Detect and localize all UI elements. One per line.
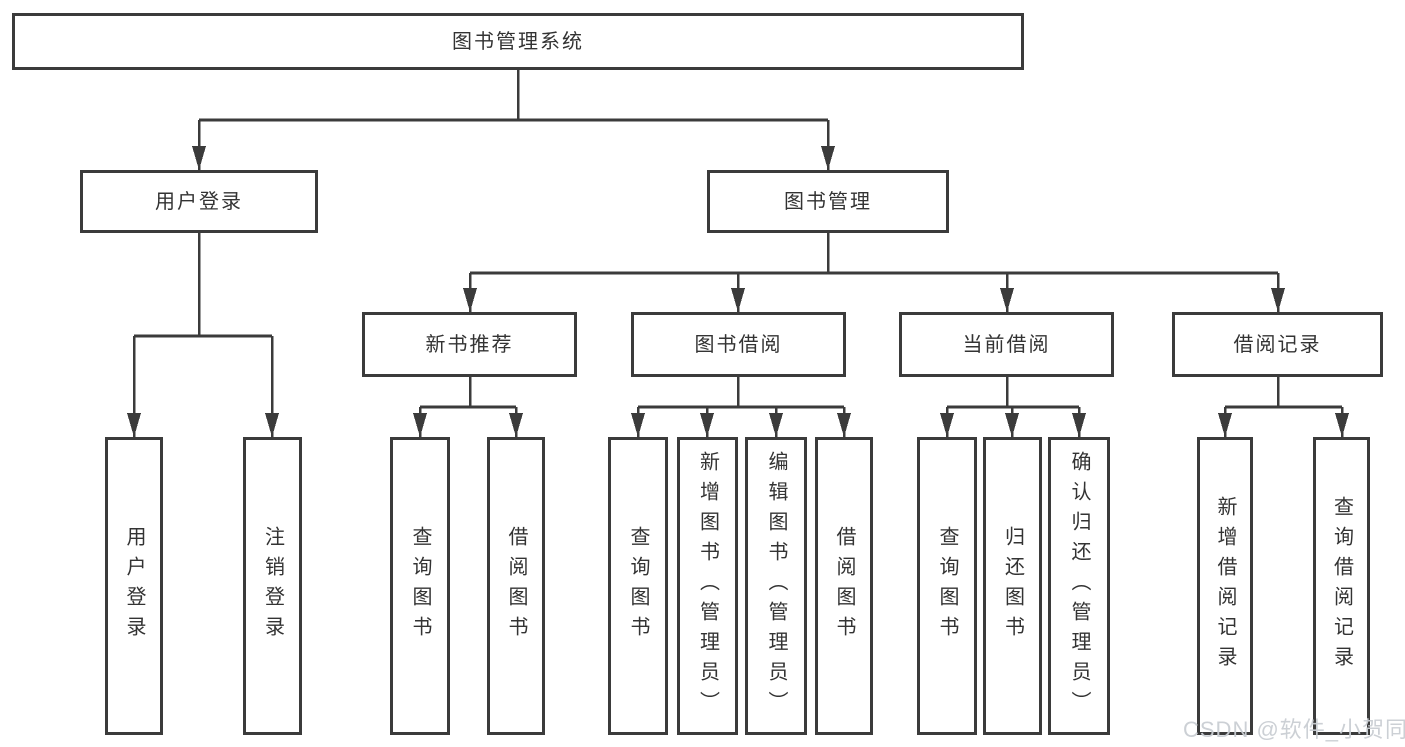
- leaf-borrow-books-borrowing: 借阅图书: [815, 437, 873, 735]
- leaf-logout: 注销登录: [243, 437, 302, 735]
- arrowheads: [127, 146, 1349, 437]
- leaf-add-books-admin: 新增图书（管理员）: [677, 437, 738, 735]
- leaf-query-books-current: 查询图书: [917, 437, 977, 735]
- leaf-query-books-recommend: 查询图书: [390, 437, 450, 735]
- node-book-management: 图书管理: [707, 170, 949, 233]
- leaf-query-borrow-record: 查询借阅记录: [1313, 437, 1370, 735]
- leaf-confirm-return-admin: 确认归还（管理员）: [1048, 437, 1110, 735]
- node-user-login: 用户登录: [80, 170, 318, 233]
- node-current-borrowing: 当前借阅: [899, 312, 1114, 377]
- leaf-user-login: 用户登录: [105, 437, 163, 735]
- node-root-system: 图书管理系统: [12, 13, 1024, 70]
- node-borrow-records: 借阅记录: [1172, 312, 1383, 377]
- node-new-book-recommend: 新书推荐: [362, 312, 577, 377]
- csdn-watermark: CSDN @软件_小贺同学: [1183, 717, 1405, 742]
- leaf-return-books: 归还图书: [983, 437, 1042, 735]
- leaf-edit-books-admin: 编辑图书（管理员）: [745, 437, 807, 735]
- leaf-add-borrow-record: 新增借阅记录: [1197, 437, 1253, 735]
- leaf-query-books-borrowing: 查询图书: [608, 437, 668, 735]
- node-book-borrowing: 图书借阅: [631, 312, 846, 377]
- leaf-borrow-books-recommend: 借阅图书: [487, 437, 545, 735]
